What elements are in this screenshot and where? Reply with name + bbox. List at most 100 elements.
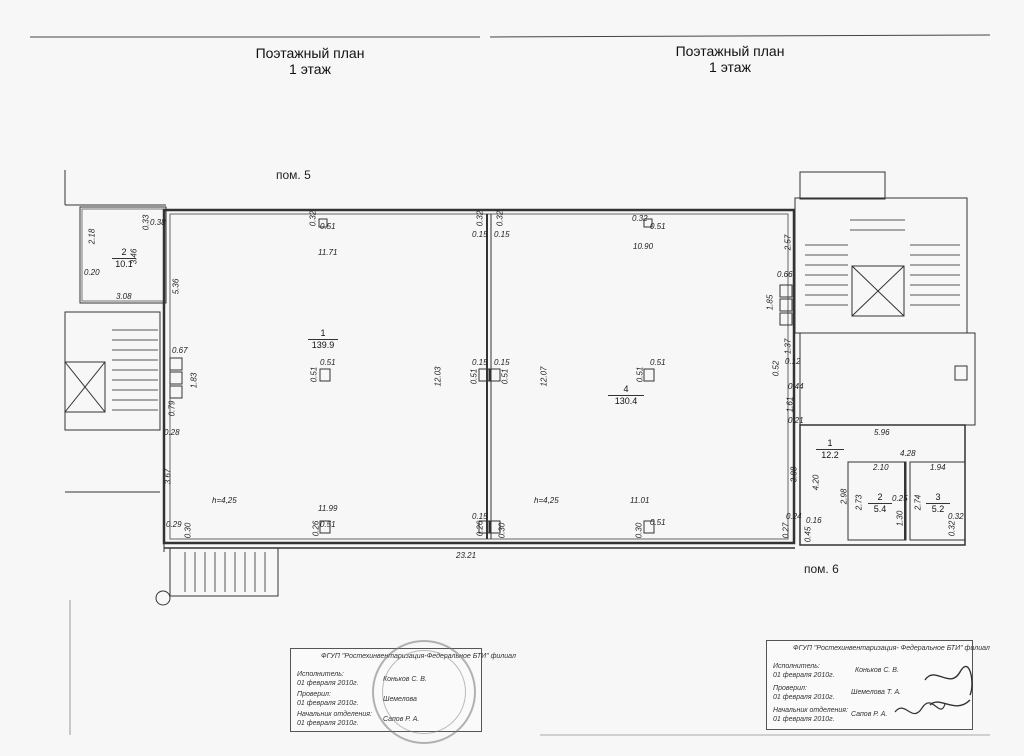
ceiling-height-right: h=4,25 xyxy=(534,496,559,505)
dimension-label: 0.21 xyxy=(788,416,804,425)
handwritten-signature xyxy=(894,702,946,715)
dimension-label: 2.10 xyxy=(873,463,889,472)
room-1-right: 1 12.2 xyxy=(816,438,844,461)
dimension-label: 2.73 xyxy=(854,494,864,511)
dimension-label: 0.20 xyxy=(84,268,100,277)
dimension-label: 2.18 xyxy=(87,228,97,245)
neighbor-label-top: пом. 5 xyxy=(276,168,311,182)
room-number: 1 xyxy=(320,328,326,338)
dimension-label: 12.07 xyxy=(539,366,549,387)
dimension-label: 1.30 xyxy=(895,510,905,527)
dimension-label: 3.88 xyxy=(789,466,799,483)
dimension-label: 0.51 xyxy=(320,358,336,367)
stamp-head-label: Начальник отделения: xyxy=(297,711,372,718)
dimension-label: 0.32 xyxy=(632,214,648,223)
room-number: 1 xyxy=(827,438,833,448)
dimension-label: 0.51 xyxy=(650,222,666,231)
dimension-label: 0.51 xyxy=(309,366,319,383)
dimension-label: 0.79 xyxy=(167,400,177,417)
dimension-label: 0.30 xyxy=(634,522,644,539)
dimension-label: 0.30 xyxy=(497,522,507,539)
dimension-label: 0.15 xyxy=(472,358,488,367)
dimension-label: 0.44 xyxy=(788,382,804,391)
dimension-label: 1.37 xyxy=(783,338,793,355)
dimension-label: 11.01 xyxy=(630,496,650,505)
official-seal-stamp xyxy=(372,640,476,744)
dimension-label: 0.51 xyxy=(469,368,479,385)
dimension-label: 11.71 xyxy=(318,248,338,257)
dimension-label: 0.51 xyxy=(500,368,510,385)
dimension-label: 3.46 xyxy=(129,248,139,265)
dimension-label: 3.08 xyxy=(116,292,132,301)
dimension-label: 0.15 xyxy=(494,358,510,367)
stamp-checker-label: Проверил: xyxy=(297,691,331,698)
dimension-label: 1.83 xyxy=(189,372,199,389)
stamp-executor-name: Коньков С. В. xyxy=(855,667,899,674)
ceiling-height-left: h=4,25 xyxy=(212,496,237,505)
dimension-label: 4.28 xyxy=(900,449,916,458)
dimension-label: 0.12 xyxy=(785,357,801,366)
dimension-label: 0.27 xyxy=(781,522,791,539)
stamp-org: ФГУП "Ростехинвентаризация- Федеральное … xyxy=(793,645,990,652)
room-2-small: 2 10.1 xyxy=(112,247,136,270)
title-left-line2: 1 этаж xyxy=(289,61,331,77)
title-block-right: ФГУП "Ростехинвентаризация- Федеральное … xyxy=(766,640,990,730)
handwritten-signature xyxy=(924,665,973,707)
dimension-label: 11.99 xyxy=(318,504,338,513)
dimension-label: 0.15 xyxy=(472,512,488,521)
dimension-label: 1.94 xyxy=(930,463,946,472)
stamp-head-name: Сапов Р. А. xyxy=(851,711,888,718)
dimension-label: 0.33 xyxy=(141,214,151,231)
stamp-executor-label: Исполнитель: xyxy=(297,671,344,678)
room-area: 10.1 xyxy=(112,258,136,270)
dimension-label: 0.26 xyxy=(311,520,321,537)
room-area: 5.4 xyxy=(868,503,892,515)
room-area: 5.2 xyxy=(926,503,950,515)
dimension-label: 5.36 xyxy=(171,278,181,295)
title-left-line1: Поэтажный план xyxy=(255,45,365,61)
room-area: 12.2 xyxy=(816,449,844,461)
dimension-label: 1.85 xyxy=(765,294,775,311)
room-2-right: 2 5.4 xyxy=(868,492,892,515)
dimension-label: 3.67 xyxy=(163,468,173,485)
dimension-label: 2.74 xyxy=(913,494,923,511)
dimension-label: 0.26 xyxy=(475,520,485,537)
stamp-checker-label: Проверил: xyxy=(773,685,807,692)
room-area: 139.9 xyxy=(308,339,338,351)
dimension-label: 0.24 xyxy=(786,512,802,521)
dimension-label: 0.30 xyxy=(183,522,193,539)
dimension-label: 0.51 xyxy=(320,520,336,529)
dimension-label: 0.32 xyxy=(948,512,964,521)
dimension-label: 12.03 xyxy=(433,366,443,387)
dimension-label-total-length: 23.21 xyxy=(456,551,477,560)
title-right-line2: 1 этаж xyxy=(709,59,751,75)
room-3-right: 3 5.2 xyxy=(926,492,950,515)
dimension-label: 5.96 xyxy=(874,428,890,437)
stamp-checker-name: Шемелова Т. А. xyxy=(851,689,902,696)
room-1-main: 1 139.9 xyxy=(308,328,338,351)
stamp-checker-date: 01 февраля 2010г. xyxy=(773,694,835,701)
room-number: 2 xyxy=(121,247,127,257)
stamp-executor-date: 01 февраля 2010г. xyxy=(773,672,835,679)
dimension-label: 0.67 xyxy=(172,346,188,355)
title-right-line1: Поэтажный план xyxy=(675,43,785,59)
room-number: 3 xyxy=(935,492,941,502)
dimension-label: 1.61 xyxy=(785,396,795,413)
dimension-label: 4.20 xyxy=(811,474,821,491)
stamp-executor-label: Исполнитель: xyxy=(773,663,820,670)
room-number: 4 xyxy=(623,384,629,394)
dimension-label: 0.51 xyxy=(635,366,645,383)
stamp-executor-date: 01 февраля 2010г. xyxy=(297,680,359,687)
dimension-label: 0.15 xyxy=(494,230,510,239)
dimension-label: 0.32 xyxy=(475,210,485,227)
dimension-label: 0.15 xyxy=(472,230,488,239)
dimension-label: 0.45 xyxy=(803,526,813,543)
dimension-label: 0.28 xyxy=(164,428,180,437)
dimension-label: 0.29 xyxy=(166,520,182,529)
dimension-label: 0.32 xyxy=(947,520,957,537)
dimension-label: 0.32 xyxy=(495,210,505,227)
dimension-label: 0.66 xyxy=(777,270,793,279)
dimension-label: 0.51 xyxy=(320,222,336,231)
